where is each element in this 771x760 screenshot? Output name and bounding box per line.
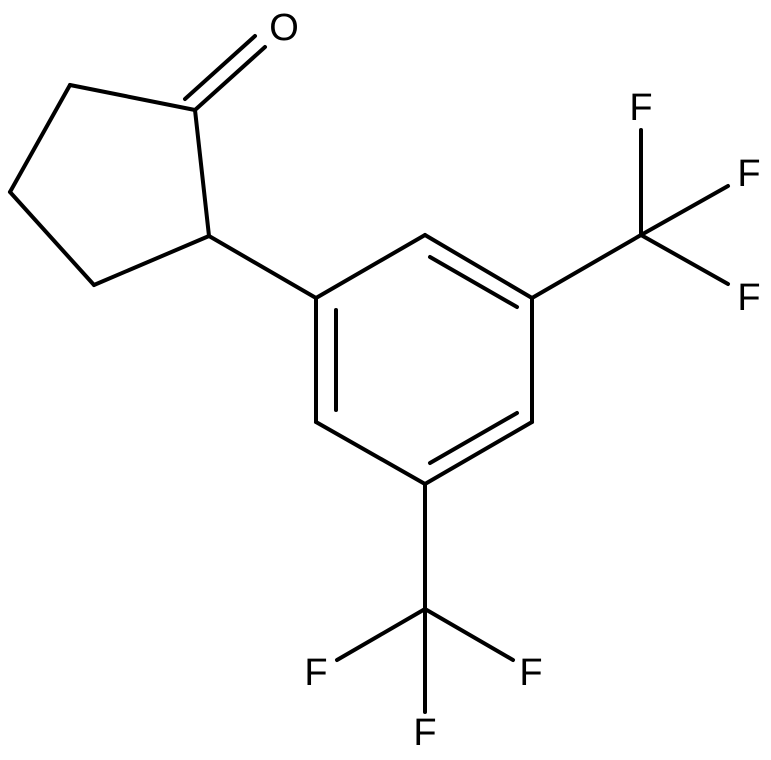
atom-label-oxygen: O (269, 7, 299, 49)
bond-ring-c3-c4 (8, 190, 96, 287)
atom-label-fluorine-bottom: F (413, 712, 436, 754)
atom-label-fluorine-bottom-left: F (304, 652, 327, 694)
bond-aryl-2-inner (428, 255, 519, 309)
bond-ring-c2-c3 (8, 83, 72, 194)
atom-label-fluorine-top: F (629, 87, 652, 129)
bond-aryl-4 (423, 420, 534, 486)
bond-ring-aryl (207, 234, 318, 300)
bond-ring-c5-c1 (193, 108, 211, 238)
bond-aryl-1 (314, 233, 427, 300)
bond-aryl-4-inner (428, 411, 519, 465)
atom-labels: O F F F F F F (269, 7, 760, 754)
bond-ring-c4-c5 (92, 234, 211, 287)
bond-cf3-bottom-f4 (335, 607, 427, 662)
bond-aryl-2 (423, 233, 534, 300)
bond-carbonyl-2 (183, 34, 257, 101)
bond-ring-c1-c2 (68, 83, 197, 112)
bonds (8, 34, 730, 714)
bond-cf3-bottom-f5 (423, 607, 515, 662)
atom-label-fluorine-right-lower: F (737, 277, 760, 319)
bond-carbonyl-1 (193, 45, 267, 112)
bond-cf3-top-f2 (639, 184, 730, 237)
atom-label-fluorine-bottom-right: F (519, 652, 542, 694)
bond-aryl-5 (314, 420, 427, 486)
atom-label-fluorine-right-upper: F (737, 153, 760, 195)
bond-aryl-cf3-top (530, 233, 643, 300)
bond-cf3-top-f3 (639, 233, 730, 286)
